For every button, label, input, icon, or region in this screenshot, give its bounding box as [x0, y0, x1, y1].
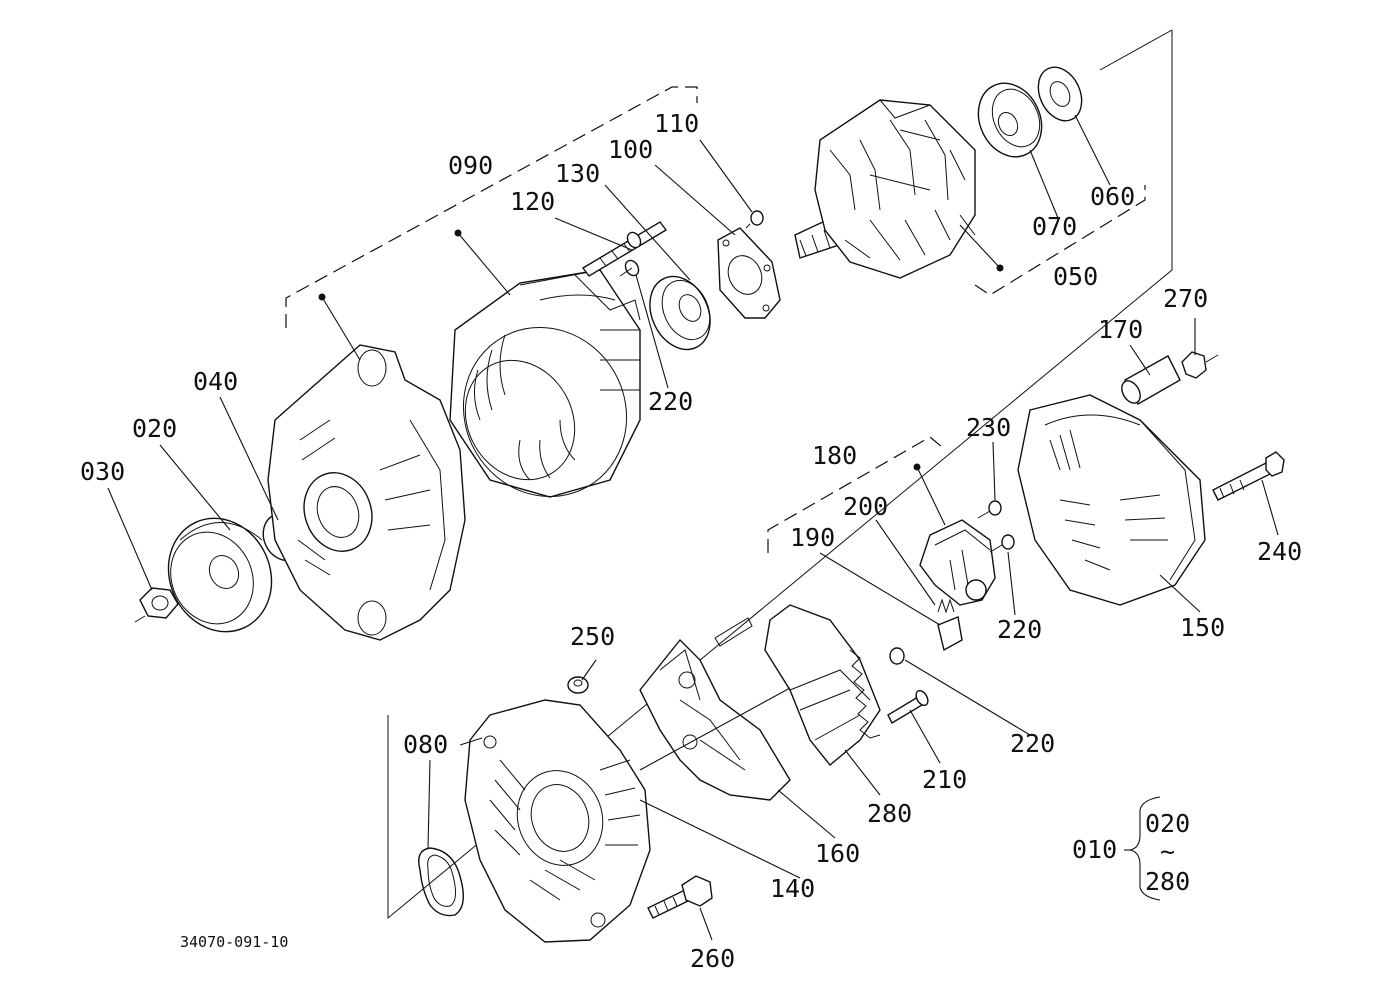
screw-220-upper — [619, 259, 640, 277]
label-130: 130 — [555, 159, 600, 188]
leader-lines — [107, 114, 1279, 941]
pulley-020 — [167, 517, 273, 633]
label-280: 280 — [867, 799, 912, 828]
stud-bolt-120 — [581, 221, 668, 277]
nut-030 — [134, 587, 179, 623]
screw-110 — [745, 210, 764, 229]
frame-top-line — [1099, 29, 1173, 71]
label-050: 050 — [1053, 262, 1098, 291]
rectifier-160 — [639, 617, 791, 801]
bolt-260 — [647, 875, 713, 919]
nut-250 — [567, 676, 589, 694]
sleeve-170 — [1121, 355, 1181, 405]
main-frame-line — [387, 30, 1173, 920]
screw-220-mid — [989, 534, 1015, 553]
label-070: 070 — [1032, 212, 1077, 241]
range-to: 280 — [1145, 867, 1190, 896]
drawing-code: 34070-091-10 — [180, 933, 288, 951]
label-080: 080 — [403, 730, 448, 759]
label-270: 270 — [1163, 284, 1208, 313]
label-020: 020 — [132, 414, 177, 443]
group-050-bracket — [974, 185, 1146, 296]
label-250: 250 — [570, 622, 615, 651]
label-160: 160 — [815, 839, 860, 868]
label-140: 140 — [770, 874, 815, 903]
screw-220-lower — [889, 647, 905, 665]
range-tilde: ~ — [1160, 837, 1175, 866]
range-from: 020 — [1145, 809, 1190, 838]
label-030: 030 — [80, 457, 125, 486]
label-040: 040 — [193, 367, 238, 396]
label-200: 200 — [843, 492, 888, 521]
rear-cover-150 — [1017, 394, 1206, 606]
label-260: 260 — [690, 944, 735, 973]
group-090-bracket — [285, 86, 698, 328]
label-180: 180 — [812, 441, 857, 470]
drive-end-housing — [267, 344, 466, 641]
label-240: 240 — [1257, 537, 1302, 566]
label-010: 010 — [1072, 835, 1117, 864]
spring-brush-190 — [937, 598, 963, 652]
bolt-240 — [1212, 451, 1285, 501]
label-190: 190 — [790, 523, 835, 552]
part-labels: 030 020 040 090 120 130 100 110 220 060 … — [80, 109, 1302, 973]
label-220-lower: 220 — [1010, 729, 1055, 758]
label-150: 150 — [1180, 613, 1225, 642]
bearing-070 — [977, 82, 1043, 158]
oring-080 — [418, 847, 464, 917]
brush-holder-280 — [764, 604, 881, 766]
regulator-180 — [919, 519, 996, 606]
label-210: 210 — [922, 765, 967, 794]
label-100: 100 — [608, 135, 653, 164]
label-230: 230 — [966, 413, 1011, 442]
label-220-mid: 220 — [997, 615, 1042, 644]
bearing-130 — [649, 275, 711, 351]
screw-210 — [887, 689, 929, 724]
rotor — [794, 99, 976, 279]
washer-060 — [1037, 66, 1083, 122]
group-180-bracket — [767, 436, 943, 553]
label-110: 110 — [654, 109, 699, 138]
group-outlines — [285, 29, 1173, 920]
label-090: 090 — [448, 151, 493, 180]
cover-plate-100 — [717, 227, 781, 319]
label-170: 170 — [1098, 315, 1143, 344]
label-120: 120 — [510, 187, 555, 216]
label-220-upper: 220 — [648, 387, 693, 416]
label-060: 060 — [1090, 182, 1135, 211]
screw-230 — [977, 500, 1002, 519]
rear-housing-140 — [464, 699, 651, 943]
nut-270 — [1181, 351, 1219, 379]
stator — [449, 269, 641, 498]
